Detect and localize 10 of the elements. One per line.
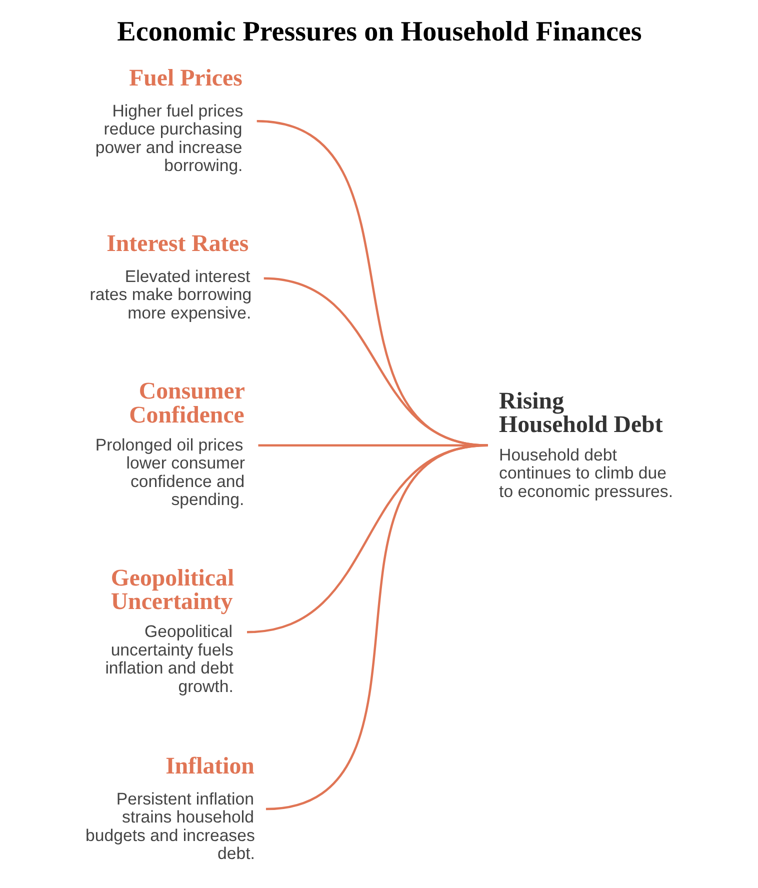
node-text: Rising Household Debt Household debt continues to climb due to economic pressures. xyxy=(499,388,674,501)
node-text: Geopolitical Uncertainty Geopolitical uncertainty fuels inflation and debt growth. xyxy=(105,565,234,696)
connector xyxy=(266,444,488,810)
node-text: Fuel Prices Higher fuel prices reduce purchasing power and increase borrowing. xyxy=(95,65,244,176)
node-text: Interest Rates Elevated interest rates make borrowing more expensive. xyxy=(90,231,252,322)
node-text: Consumer Confidence Prolonged oil prices lower consumer confidence and spending. xyxy=(95,378,246,510)
connector xyxy=(256,120,488,447)
connector xyxy=(264,277,488,447)
node-text: Inflation Persistent inflation strains household budgets and increases debt. xyxy=(86,753,255,864)
diagram-title: Economic Pressures on Household Finances xyxy=(117,16,642,48)
